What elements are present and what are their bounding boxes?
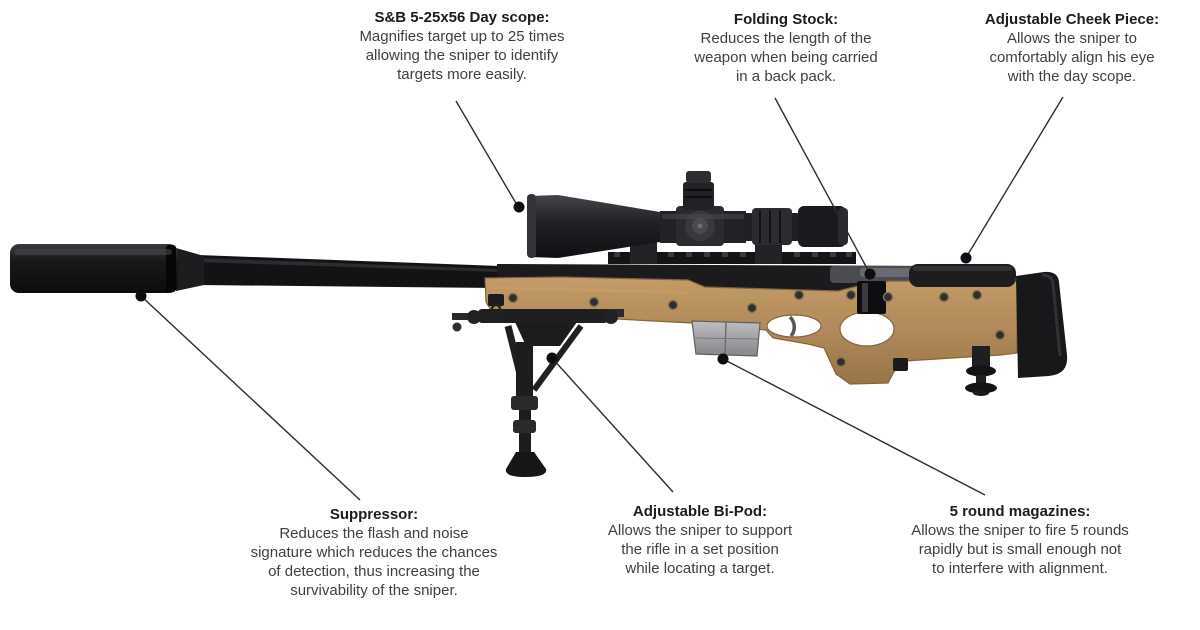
barrel-graphic (198, 255, 500, 288)
trigger-graphic (788, 315, 796, 338)
label-magazines-body: Allows the sniper to fire 5 rounds rapid… (911, 522, 1129, 577)
front-sling-stud (488, 294, 504, 315)
magazine-graphic (691, 320, 761, 357)
label-magazines-title: 5 round magazines: (949, 503, 1091, 520)
label-cheek-piece-title: Adjustable Cheek Piece: (984, 11, 1160, 28)
label-bipod-title: Adjustable Bi-Pod: (632, 503, 768, 520)
label-suppressor-title: Suppressor: (329, 506, 419, 523)
label-folding-stock: Folding Stock: Reduces the length of the… (676, 10, 896, 86)
label-scope-title: S&B 5-25x56 Day scope: (374, 9, 550, 26)
folding-stock-leader-line (774, 97, 870, 273)
scope-anchor-dot (513, 201, 525, 213)
cheek-piece-leader-line (966, 96, 1064, 257)
butt-pad-graphic (1016, 271, 1068, 378)
suppressor-graphic (10, 244, 204, 293)
magazine-anchor-dot (717, 353, 729, 365)
label-folding-stock-body: Reduces the length of the weapon when be… (694, 30, 878, 85)
label-folding-stock-title: Folding Stock: (733, 11, 839, 28)
label-cheek-piece-body: Allows the sniper to comfortably align h… (989, 30, 1155, 85)
cheek-piece-anchor-dot (960, 252, 972, 264)
bipod-leader-line (551, 357, 674, 493)
bipod-anchor-dot (546, 352, 558, 364)
bipod-graphic (452, 309, 624, 477)
label-scope-body: Magnifies target up to 25 times allowing… (359, 28, 565, 83)
magazine-leader-line (722, 358, 986, 496)
suppressor-leader-line (140, 295, 361, 501)
folding-stock-hinge-graphic (857, 281, 886, 314)
monopod-graphic (965, 346, 997, 396)
label-cheek-piece: Adjustable Cheek Piece: Allows the snipe… (952, 10, 1192, 86)
label-suppressor-body: Reduces the flash and noise signature wh… (250, 525, 498, 599)
folding-stock-anchor-dot (864, 268, 876, 280)
rear-sling-loop (893, 358, 908, 371)
suppressor-anchor-dot (135, 290, 147, 302)
label-bipod-body: Allows the sniper to support the rifle i… (607, 522, 793, 577)
scope-leader-line (455, 100, 518, 206)
label-suppressor: Suppressor: Reduces the flash and noise … (224, 505, 524, 600)
label-scope: S&B 5-25x56 Day scope: Magnifies target … (337, 8, 587, 84)
day-scope-graphic (527, 171, 848, 258)
label-bipod: Adjustable Bi-Pod: Allows the sniper to … (580, 502, 820, 578)
stock-screws (507, 289, 1006, 368)
label-magazines: 5 round magazines: Allows the sniper to … (875, 502, 1165, 578)
cheek-piece-graphic (909, 264, 1016, 287)
